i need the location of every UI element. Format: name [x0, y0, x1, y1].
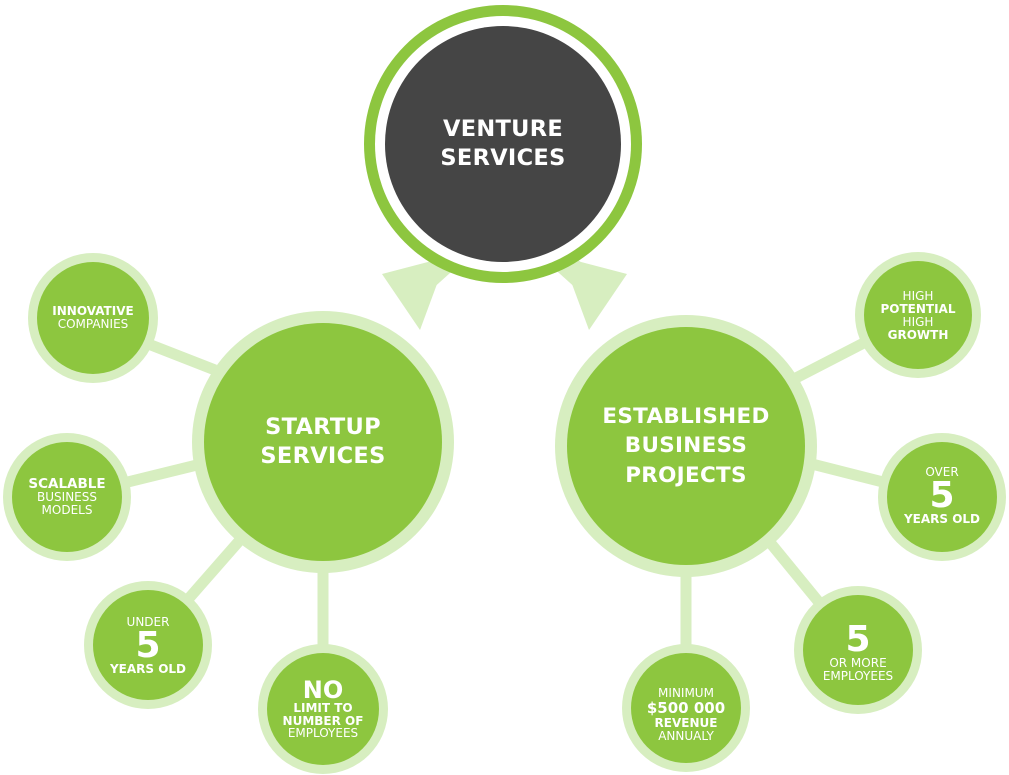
- established-line-3: PROJECTS: [625, 462, 747, 488]
- center-line-1: VENTURE: [442, 116, 564, 143]
- leaf-over5-number: 5: [929, 475, 955, 517]
- leaf-innovative-circle: [28, 253, 158, 383]
- leaf-under5: UNDER 5 YEARS OLD: [98, 610, 198, 682]
- leaf-nolimit-bold-2: NUMBER OF: [282, 713, 364, 728]
- startup-hub: [192, 311, 454, 573]
- established-line-2: BUSINESS: [624, 433, 748, 459]
- leaf-innovative: INNOVATIVE COMPANIES: [43, 298, 143, 338]
- established-label: ESTABLISHED BUSINESS PROJECTS: [576, 397, 796, 495]
- leaf-highgrowth-bold-2: GROWTH: [887, 327, 949, 342]
- leaf-highgrowth-bold-1: POTENTIAL: [880, 302, 956, 317]
- leaf-scalable-bold: SCALABLE: [28, 475, 106, 492]
- established-line-1: ESTABLISHED: [602, 404, 770, 430]
- leaf-revenue-bold-2: REVENUE: [654, 715, 718, 730]
- leaf-scalable-circle: [3, 433, 131, 561]
- established-hub: [555, 315, 817, 577]
- center-node: [364, 5, 642, 283]
- leaf-employees5: 5 OR MORE EMPLOYEES: [808, 620, 908, 686]
- leaf-highgrowth-light-1: HIGH: [902, 289, 934, 304]
- leaf-over5-bottom: YEARS OLD: [903, 511, 981, 526]
- leaf-revenue-light-1: MINIMUM: [658, 686, 714, 701]
- leaf-innovative-light: COMPANIES: [57, 317, 129, 331]
- startup-label: STARTUP SERVICES: [223, 404, 423, 480]
- leaf-nolimit-light: EMPLOYEES: [287, 726, 359, 741]
- leaf-under5-circle: [84, 581, 212, 709]
- leaf-under5-number: 5: [135, 625, 161, 667]
- leaf-revenue-circle: [622, 644, 750, 772]
- leaf-over5-circle: [878, 433, 1006, 561]
- leaf-nolimit-circle: [258, 644, 388, 774]
- leaf-highgrowth-circle: [855, 252, 981, 378]
- center-label: VENTURE SERVICES: [403, 94, 603, 194]
- leaf-scalable: SCALABLE BUSINESS MODELS: [17, 474, 117, 520]
- leaf-employees5-circle: [794, 586, 922, 714]
- leaf-highgrowth-light-2: HIGH: [902, 315, 934, 329]
- leaf-scalable-light-2: MODELS: [41, 503, 93, 518]
- leaf-revenue-light-2: ANNUALY: [658, 728, 714, 743]
- startup-line-1: STARTUP: [265, 414, 381, 441]
- leaf-under5-bottom: YEARS OLD: [109, 661, 187, 676]
- startup-line-2: SERVICES: [260, 443, 386, 469]
- leaf-nolimit-big: NO: [302, 675, 344, 704]
- leaf-employees5-light-2: EMPLOYEES: [822, 668, 894, 683]
- leaf-revenue: MINIMUM $500 000 REVENUE ANNUALY: [631, 682, 741, 748]
- leaf-revenue-bold-1: $500 000: [646, 699, 726, 718]
- leaf-over5: OVER 5 YEARS OLD: [892, 460, 992, 532]
- leaf-employees5-number: 5: [845, 619, 871, 661]
- leaf-over5-top: OVER: [925, 465, 959, 480]
- leaf-nolimit: NO LIMIT TO NUMBER OF EMPLOYEES: [268, 674, 378, 744]
- leaf-under5-top: UNDER: [126, 615, 170, 630]
- leaf-employees5-light-1: OR MORE: [829, 655, 887, 670]
- leaf-nolimit-bold-1: LIMIT TO: [293, 700, 353, 715]
- leaf-innovative-bold: INNOVATIVE: [52, 304, 134, 319]
- leaf-highgrowth: HIGH POTENTIAL HIGH GROWTH: [868, 288, 968, 344]
- leaf-scalable-light-1: BUSINESS: [37, 490, 97, 505]
- center-line-2: SERVICES: [440, 145, 566, 171]
